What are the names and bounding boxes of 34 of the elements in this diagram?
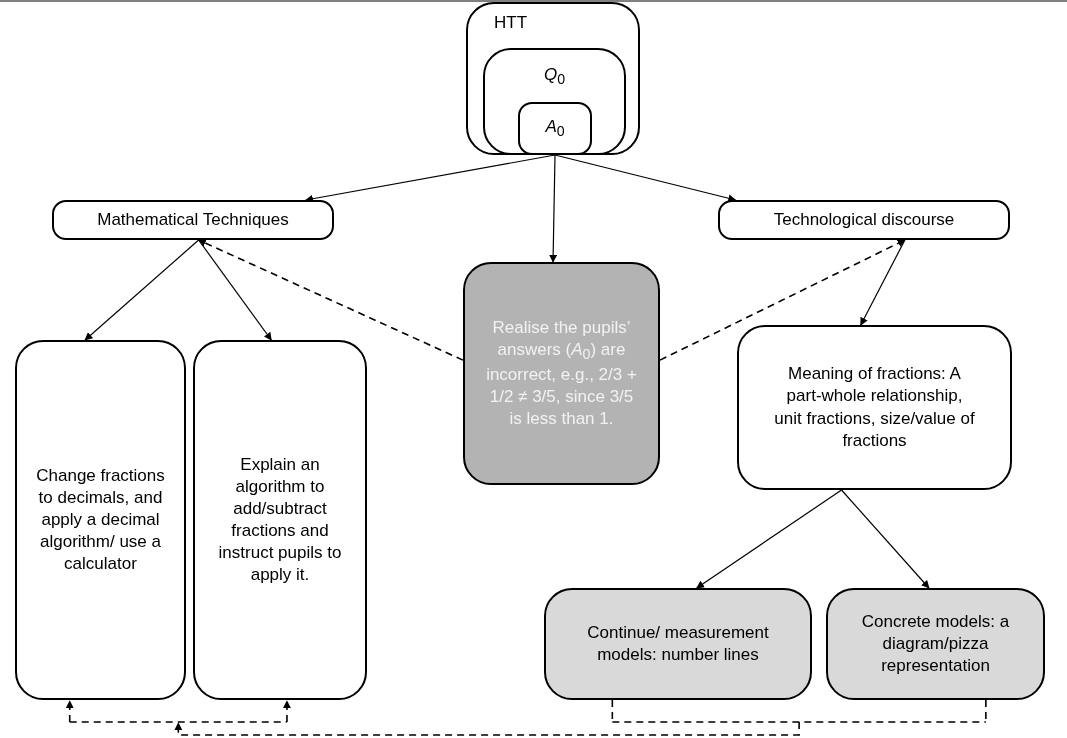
highlight-box: [463, 262, 660, 485]
arrow: [840, 489, 930, 589]
process-box: [15, 340, 186, 700]
dashed-arrow: [659, 239, 906, 361]
node-label: Explain an algorithm to add/subtract fractions and instruct pupils to apply it.: [217, 453, 343, 587]
outer-box: [466, 2, 640, 155]
process-box: [737, 325, 1012, 490]
node-label: A$_{0}$: [544, 116, 566, 141]
node-label: Technological discourse: [772, 208, 956, 231]
arrow: [554, 154, 737, 203]
node-label: Q$_{0}$: [542, 64, 567, 89]
dashed-arrow: [174, 721, 800, 736]
arrow: [84, 239, 200, 341]
node-label: Mathematical Techniques: [96, 208, 290, 231]
node-label: Concrete models: a diagram/pizza representation: [860, 610, 1011, 678]
answer-box: [518, 102, 592, 155]
arrow: [696, 489, 843, 589]
highlight-box: [826, 588, 1045, 700]
node-label: Change fractions to decimals, and apply a decimal algorithm/ use a calculator: [35, 464, 166, 576]
node-label: Realise the pupils’ answers (A$_{0}$) are incorrect, e.g., 2/3 + 1/2 ≠ 3/5, since 3/5 is less than 1.: [485, 316, 638, 430]
dashed-arrow: [282, 700, 291, 723]
highlight-box: [544, 588, 812, 700]
process-box: [193, 340, 367, 700]
arrow: [860, 239, 906, 326]
node-label: Meaning of fractions: A part-whole relationship, unit fractions, size/value of fractions: [773, 363, 976, 452]
arrow: [305, 154, 556, 203]
dashed-arrow: [65, 700, 74, 723]
node-label: Continue/ measurement models: number lines: [586, 621, 770, 666]
inner-box: [483, 48, 626, 155]
node-label: HTT: [493, 12, 529, 34]
arrow: [549, 154, 558, 263]
process-box: [718, 200, 1010, 240]
dashed-arrow: [197, 239, 464, 361]
process-box: [52, 200, 334, 240]
